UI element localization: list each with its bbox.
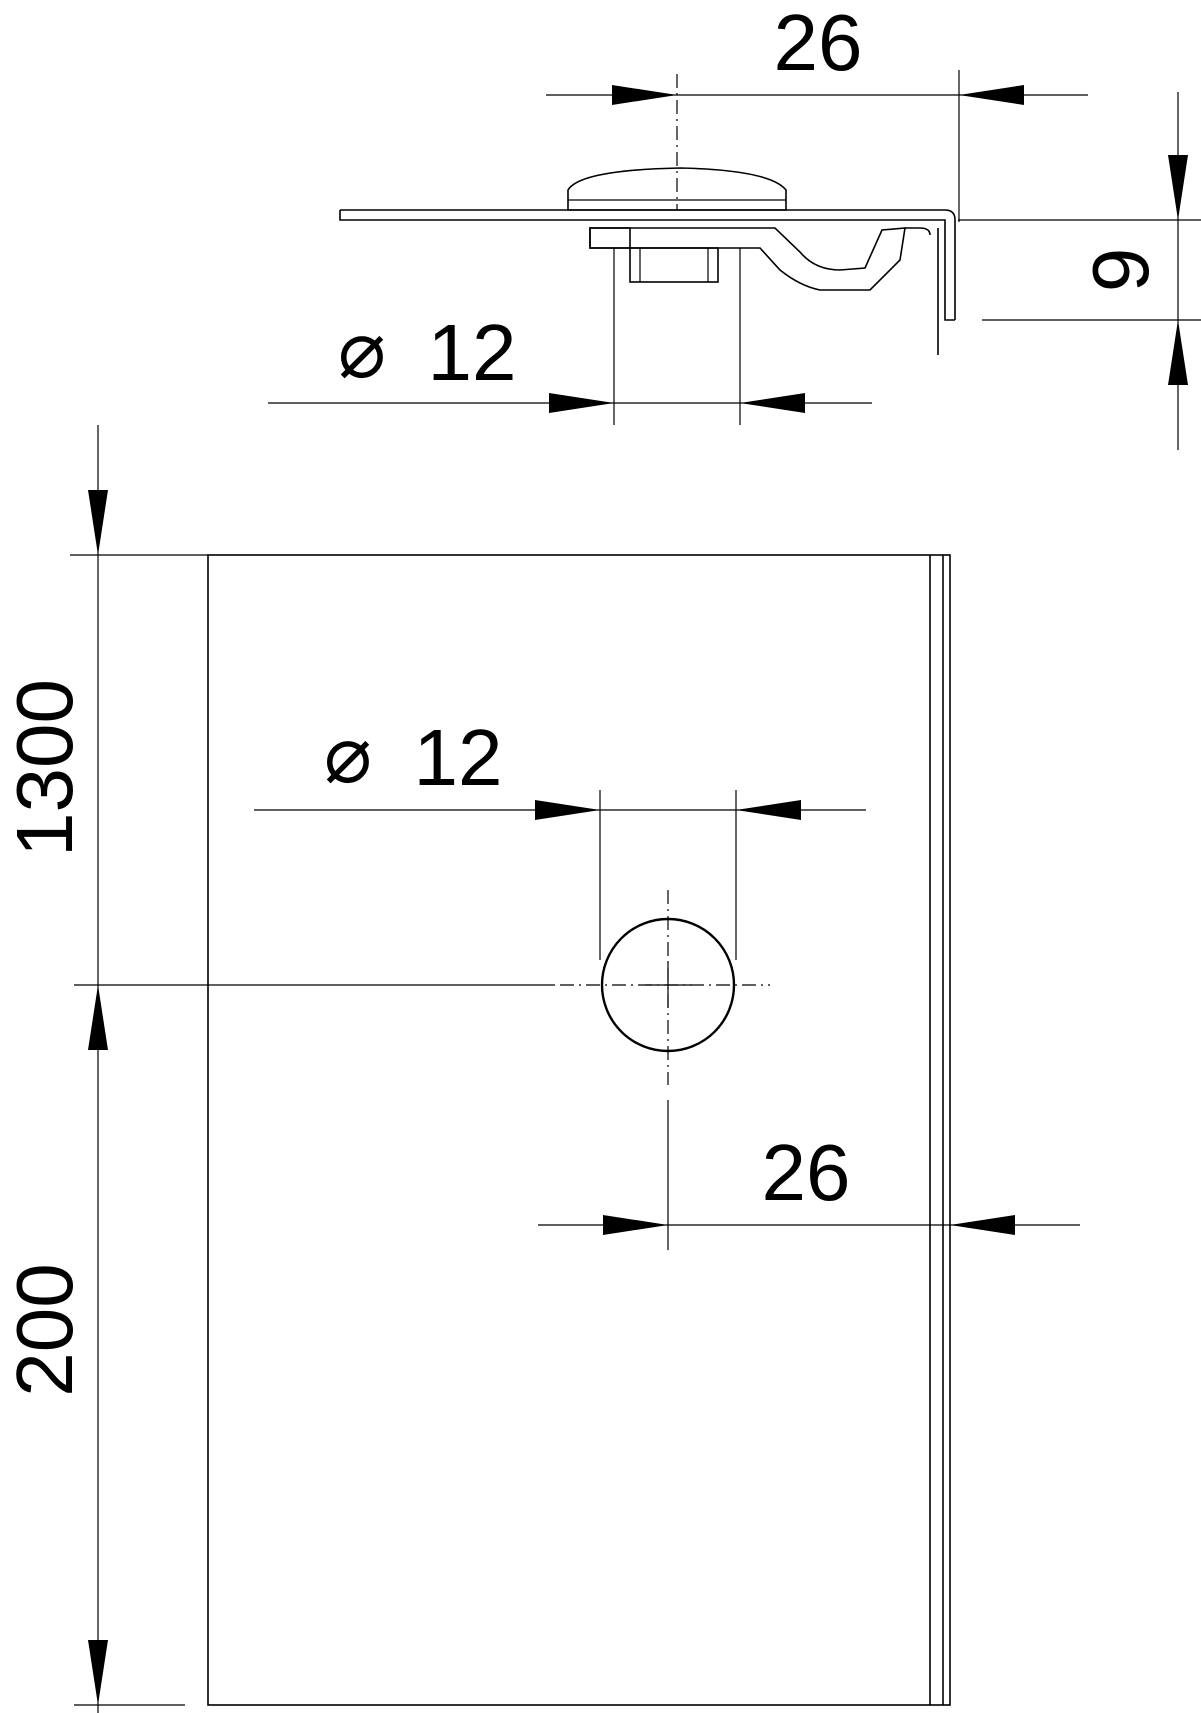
plate-outline: [207, 554, 951, 1706]
clamp-tab: [589, 227, 631, 249]
dim-12-side-arrow-left: [549, 393, 614, 413]
dim-12-front-symbol: ⌀: [324, 710, 372, 799]
dim-1300-label: 1300: [0, 679, 89, 857]
dim-12-front-label: 12: [414, 713, 503, 802]
dim-200-arrow-top: [88, 985, 108, 1050]
dim-9-label: 9: [1076, 248, 1165, 293]
dim-26-front-arrow-right: [950, 1215, 1015, 1235]
side-view: 26 9 ⌀ 12: [268, 0, 1201, 450]
dim-26-front-arrow-left: [603, 1215, 668, 1235]
front-view: 1300 200 ⌀ 12 26: [0, 425, 1080, 1713]
bend-curve: [905, 227, 931, 236]
dim-12-side-label: 12: [428, 308, 517, 397]
strip-bottom-edge: [339, 210, 955, 321]
dim-1300-arrow-top: [88, 490, 108, 555]
dim-200-label: 200: [0, 1263, 89, 1396]
dim-9-arrow-top: [1168, 155, 1188, 220]
dim-12-front-arrow-left: [535, 800, 600, 820]
strip-top-edge: [340, 209, 956, 320]
dim-26-top-label: 26: [774, 0, 863, 87]
dim-26-top-arrow-right: [959, 85, 1024, 105]
dim-200-arrow-bottom: [88, 1640, 108, 1705]
dim-12-side-symbol: ⌀: [338, 305, 386, 394]
dim-9-arrow-bottom: [1168, 320, 1188, 385]
dim-12-front-arrow-right: [736, 800, 801, 820]
dim-26-front-label: 26: [762, 1128, 851, 1217]
screw-head: [567, 167, 787, 211]
nut-body: [629, 247, 719, 283]
dim-26-top-arrow-left: [612, 85, 677, 105]
clamp-plate: [589, 227, 906, 291]
dim-12-side-arrow-right: [740, 393, 805, 413]
